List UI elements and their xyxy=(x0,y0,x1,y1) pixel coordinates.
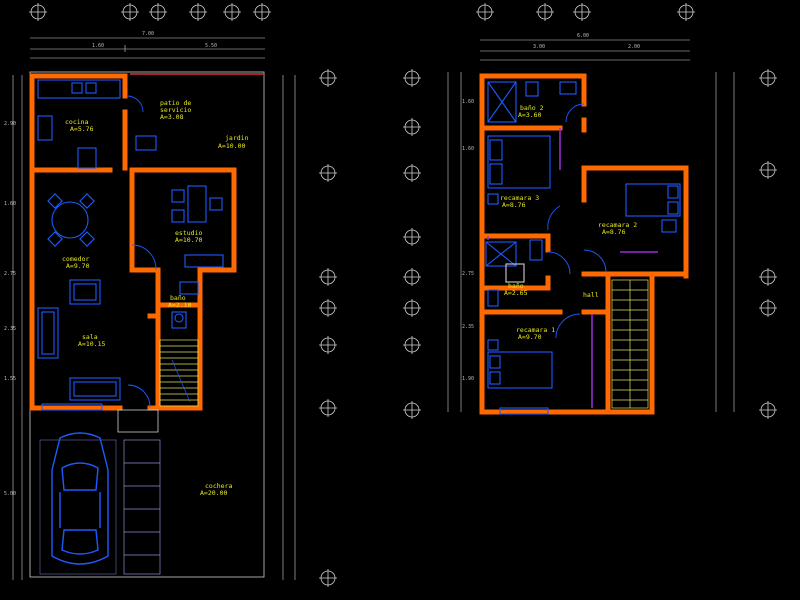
jardin-label: jardin xyxy=(225,134,249,142)
cochera-area: A=20.00 xyxy=(200,489,227,497)
upper-floor-plan: baño 2 A=3.60 recamara 3 A=8.76 recamara… xyxy=(479,73,689,415)
ground-walls xyxy=(29,73,237,411)
ground-doors xyxy=(126,95,157,408)
cocina-area: A=5.76 xyxy=(70,125,94,133)
upper-subdim-2: 2.00 xyxy=(628,44,640,50)
upper-overall-dim: 6.00 xyxy=(577,33,589,39)
ground-side-dim-6: 5.00 xyxy=(4,491,16,497)
cochera-label: cochera xyxy=(205,482,232,490)
car-icon xyxy=(51,432,109,565)
ground-overall-dim: 7.00 xyxy=(142,31,154,37)
upper-accent-lines xyxy=(487,128,658,408)
grid-markers-top xyxy=(29,3,695,21)
upper-subdim-1: 3.00 xyxy=(533,44,545,50)
dimension-lines xyxy=(12,37,735,580)
ground-stairs xyxy=(159,339,199,407)
recamara2-area: A=8.76 xyxy=(602,228,626,236)
upper-side-dim-3: 2.75 xyxy=(462,271,474,277)
upper-side-dim-2: 1.60 xyxy=(462,146,474,152)
bano2-area: A=3.60 xyxy=(518,111,542,119)
recamara3-label: recamara 3 xyxy=(500,194,539,202)
ground-side-dim-5: 1.55 xyxy=(4,376,16,382)
recamara2-label: recamara 2 xyxy=(598,221,637,229)
patio-servicio-label-2: servicio xyxy=(160,106,191,114)
sala-area: A=10.15 xyxy=(78,340,105,348)
hall-label: hall xyxy=(583,291,599,299)
upper-bath-fixtures xyxy=(485,239,543,307)
bedroom3-furniture xyxy=(487,135,551,205)
upper-side-dim-1: 1.60 xyxy=(462,99,474,105)
upper-walls xyxy=(479,73,689,415)
study-furniture xyxy=(171,185,224,268)
upper-bath2-fixtures xyxy=(487,81,577,123)
ground-side-dim-2: 1.60 xyxy=(4,201,16,207)
recamara1-label: recamara 1 xyxy=(516,326,555,334)
jardin-area: A=10.00 xyxy=(218,142,245,150)
bano-area: A=2.10 xyxy=(168,301,192,309)
ground-side-dim-4: 2.35 xyxy=(4,326,16,332)
estudio-label: estudio xyxy=(175,229,202,237)
bano2-label: baño 2 xyxy=(520,104,544,112)
entrance-step xyxy=(117,409,159,433)
bano1-area: A=2.65 xyxy=(504,289,528,297)
bano1-label: baño xyxy=(508,282,524,290)
upper-side-dim-4: 2.35 xyxy=(462,324,474,330)
garage-area xyxy=(39,439,161,575)
dining-furniture xyxy=(47,193,95,247)
comedor-area: A=9.70 xyxy=(66,262,90,270)
ground-side-dim-1: 2.90 xyxy=(4,121,16,127)
recamara3-area: A=8.76 xyxy=(502,201,526,209)
upper-side-dim-5: 1.90 xyxy=(462,376,474,382)
recamara1-area: A=9.70 xyxy=(518,333,542,341)
ground-bath-fixtures xyxy=(171,281,199,329)
comedor-label: comedor xyxy=(62,255,89,263)
estudio-area: A=10.70 xyxy=(175,236,202,244)
bano-label: baño xyxy=(170,294,186,302)
living-furniture xyxy=(37,279,121,411)
patio-servicio-area: A=3.08 xyxy=(160,113,184,121)
sala-label: sala xyxy=(82,333,98,341)
ground-floor-plan: cocina A=5.76 patio de servicio A=3.08 j… xyxy=(29,71,265,578)
upper-doors xyxy=(547,103,607,339)
ground-subdim-2: 5.50 xyxy=(205,43,217,49)
kitchen-furniture xyxy=(37,79,157,169)
upper-stairs xyxy=(611,279,649,409)
ground-subdim-1: 1.60 xyxy=(92,43,104,49)
ground-side-dim-3: 2.75 xyxy=(4,271,16,277)
bedroom2-furniture xyxy=(625,183,681,233)
cocina-label: cocina xyxy=(65,118,89,126)
grid-markers-side xyxy=(319,69,777,587)
bedroom1-furniture xyxy=(487,339,553,415)
patio-servicio-label: patio de xyxy=(160,99,191,107)
